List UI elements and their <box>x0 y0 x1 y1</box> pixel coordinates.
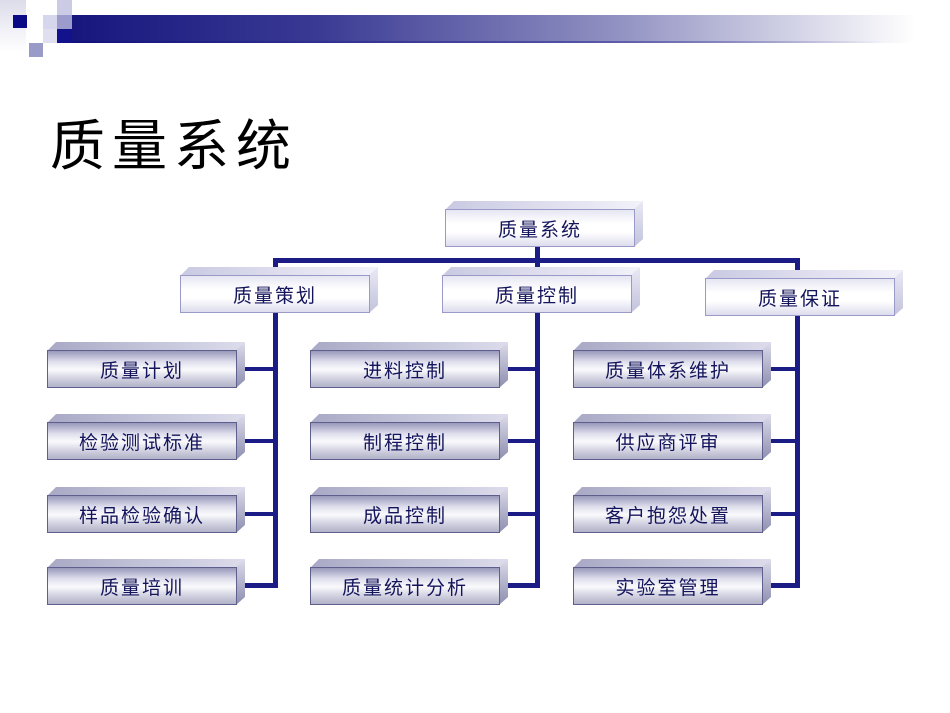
org-node-leaf: 客户抱怨处置 <box>573 487 771 533</box>
org-node-leaf: 成品控制 <box>310 487 508 533</box>
node-right-face <box>499 487 508 533</box>
connector-stub <box>239 583 275 588</box>
org-node-label: 质量体系维护 <box>573 350 763 388</box>
node-right-face <box>236 487 245 533</box>
node-top-face <box>48 487 245 495</box>
node-top-face <box>574 559 771 567</box>
org-node-label: 供应商评审 <box>573 422 763 460</box>
connector-root-drop <box>535 247 540 258</box>
node-top-face <box>574 487 771 495</box>
org-node-label: 检验测试标准 <box>47 422 237 460</box>
org-node-label: 质量控制 <box>442 275 632 313</box>
org-node-leaf: 实验室管理 <box>573 559 771 605</box>
node-right-face <box>762 414 771 460</box>
org-node-label: 质量统计分析 <box>310 567 500 605</box>
node-right-face <box>499 342 508 388</box>
connector-stub <box>765 512 797 516</box>
deco-square-light <box>43 15 57 29</box>
org-node-label: 进料控制 <box>310 350 500 388</box>
node-right-face <box>369 267 378 313</box>
org-node-label: 质量计划 <box>47 350 237 388</box>
node-right-face <box>762 487 771 533</box>
org-node-label: 样品检验确认 <box>47 495 237 533</box>
node-top-face <box>311 559 508 567</box>
node-top-face <box>48 559 245 567</box>
node-top-face <box>48 342 245 350</box>
org-node-label: 质量培训 <box>47 567 237 605</box>
org-node-leaf: 质量统计分析 <box>310 559 508 605</box>
node-top-face <box>574 414 771 422</box>
connector-trunk-right <box>795 316 800 588</box>
org-node-leaf: 进料控制 <box>310 342 508 388</box>
connector-stub <box>239 512 275 516</box>
node-right-face <box>499 559 508 605</box>
org-node-leaf: 质量培训 <box>47 559 245 605</box>
org-node-label: 质量策划 <box>180 275 370 313</box>
node-top-face <box>574 342 771 350</box>
node-right-face <box>236 559 245 605</box>
org-node-branch-planning: 质量策划 <box>180 267 378 313</box>
node-right-face <box>762 342 771 388</box>
node-top-face <box>446 201 643 209</box>
node-top-face <box>443 267 640 275</box>
org-node-leaf: 检验测试标准 <box>47 414 245 460</box>
node-right-face <box>631 267 640 313</box>
connector-stub <box>765 439 797 443</box>
connector-stub <box>502 583 537 588</box>
page-title: 质量系统 <box>50 115 299 177</box>
connector-top-bar <box>273 258 800 263</box>
node-top-face <box>311 487 508 495</box>
connector-trunk-mid <box>535 313 540 588</box>
deco-square-light2 <box>43 29 57 43</box>
header-accent-bar-edge <box>72 41 884 43</box>
header-accent-bar <box>72 15 950 43</box>
connector-stub <box>502 439 537 443</box>
org-node-label: 成品控制 <box>310 495 500 533</box>
node-right-face <box>762 559 771 605</box>
node-right-face <box>499 414 508 460</box>
org-node-label: 实验室管理 <box>573 567 763 605</box>
deco-square-navy2 <box>57 29 72 43</box>
org-node-leaf: 质量体系维护 <box>573 342 771 388</box>
node-top-face <box>181 267 378 275</box>
node-top-face <box>706 270 903 278</box>
connector-stub <box>502 367 537 371</box>
node-top-face <box>311 414 508 422</box>
org-node-leaf: 制程控制 <box>310 414 508 460</box>
node-right-face <box>236 342 245 388</box>
connector-stub <box>502 512 537 516</box>
deco-square-medium <box>57 15 72 29</box>
org-node-label: 客户抱怨处置 <box>573 495 763 533</box>
org-node-root: 质量系统 <box>445 201 643 247</box>
node-right-face <box>236 414 245 460</box>
org-node-leaf: 样品检验确认 <box>47 487 245 533</box>
connector-stub <box>239 367 275 371</box>
node-right-face <box>894 270 903 316</box>
deco-square-navy <box>13 15 27 28</box>
node-right-face <box>634 201 643 247</box>
org-node-branch-control: 质量控制 <box>442 267 640 313</box>
connector-stub <box>239 439 275 443</box>
org-node-branch-assurance: 质量保证 <box>705 270 903 316</box>
org-node-label: 质量系统 <box>445 209 635 247</box>
org-node-label: 质量保证 <box>705 278 895 316</box>
connector-trunk-left <box>273 313 278 588</box>
deco-square-medium2 <box>29 43 43 57</box>
connector-stub <box>765 367 797 371</box>
org-node-label: 制程控制 <box>310 422 500 460</box>
node-top-face <box>311 342 508 350</box>
deco-square-lavender <box>57 0 72 15</box>
connector-stub <box>765 583 797 588</box>
org-node-leaf: 供应商评审 <box>573 414 771 460</box>
node-top-face <box>48 414 245 422</box>
org-node-leaf: 质量计划 <box>47 342 245 388</box>
